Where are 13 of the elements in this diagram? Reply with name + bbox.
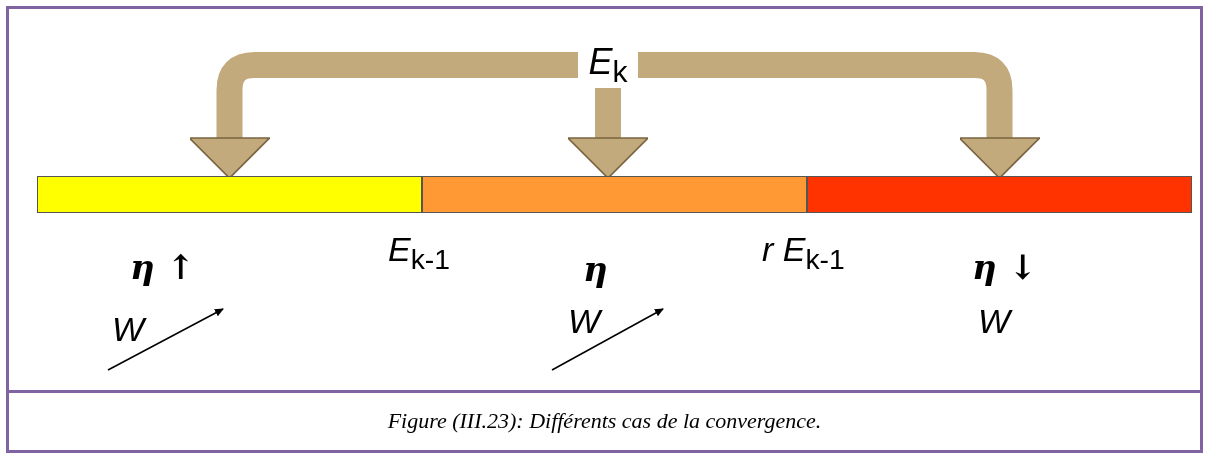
symbol-label: W: [568, 304, 601, 338]
symbol-label: W: [112, 312, 145, 346]
symbol-label: η ↑: [130, 250, 196, 284]
symbol-label: r E$_{k-1}$: [762, 232, 845, 274]
symbol-label: E$_{k}$: [578, 42, 638, 88]
figure-caption: Figure (III.23): Différents cas de la convergence.: [386, 408, 823, 434]
bar-segment: [37, 176, 422, 213]
symbol-label: η ↓: [972, 250, 1038, 284]
symbol-label: W: [978, 304, 1011, 338]
symbol-label: E$_{k-1}$: [388, 232, 451, 274]
bar-segment: [807, 176, 1192, 213]
symbol-label: η: [583, 252, 608, 286]
bar-segment: [422, 176, 807, 213]
